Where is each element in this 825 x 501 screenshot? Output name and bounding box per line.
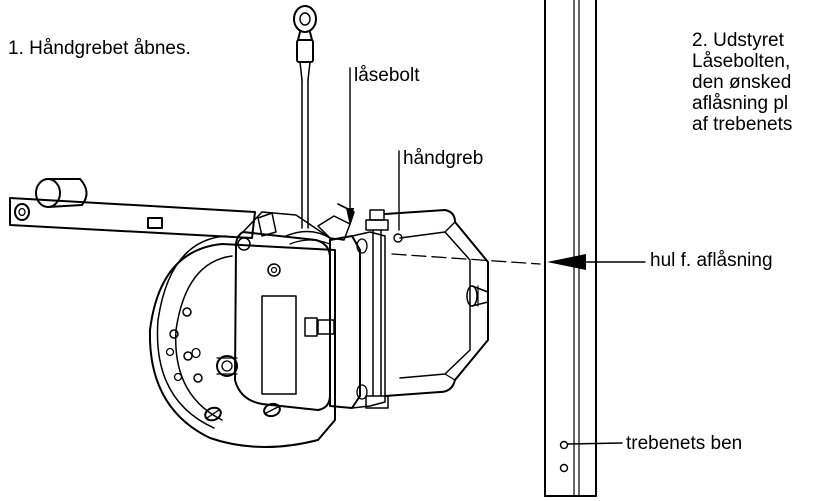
handle-label: håndgreb [403, 148, 484, 169]
side-plate [216, 211, 335, 411]
step2-line-2: Låsebolten, [692, 51, 791, 72]
mounting-bracket [329, 209, 489, 409]
tripod-leg [544, 0, 597, 497]
lifting-eye [293, 5, 317, 81]
leader-lines [349, 67, 646, 445]
step2-line-1: 2. Udstyret [692, 31, 784, 51]
step2-note: 2. Udstyret Låsebolten, den ønsked aflås… [692, 31, 825, 146]
step2-line-3: den ønsked [692, 72, 792, 93]
lock-bolt-assembly [257, 203, 355, 245]
step1-label: 1. Håndgrebet åbnes. [8, 38, 191, 59]
winch-drum [148, 235, 336, 449]
step2-line-4: aflåsning pl [692, 93, 789, 114]
lock-hole-arrow [547, 254, 586, 270]
alignment-dashline [391, 253, 541, 265]
lock-bolt-arrow [346, 208, 354, 226]
handle-arm [9, 178, 256, 239]
step2-line-5: af trebenets [692, 114, 793, 135]
tripod-leg-label: trebenets ben [626, 433, 743, 454]
cable [301, 79, 309, 229]
lock-bolt-label: låsebolt [354, 65, 420, 86]
lock-hole-label: hul f. aflåsning [650, 250, 773, 271]
